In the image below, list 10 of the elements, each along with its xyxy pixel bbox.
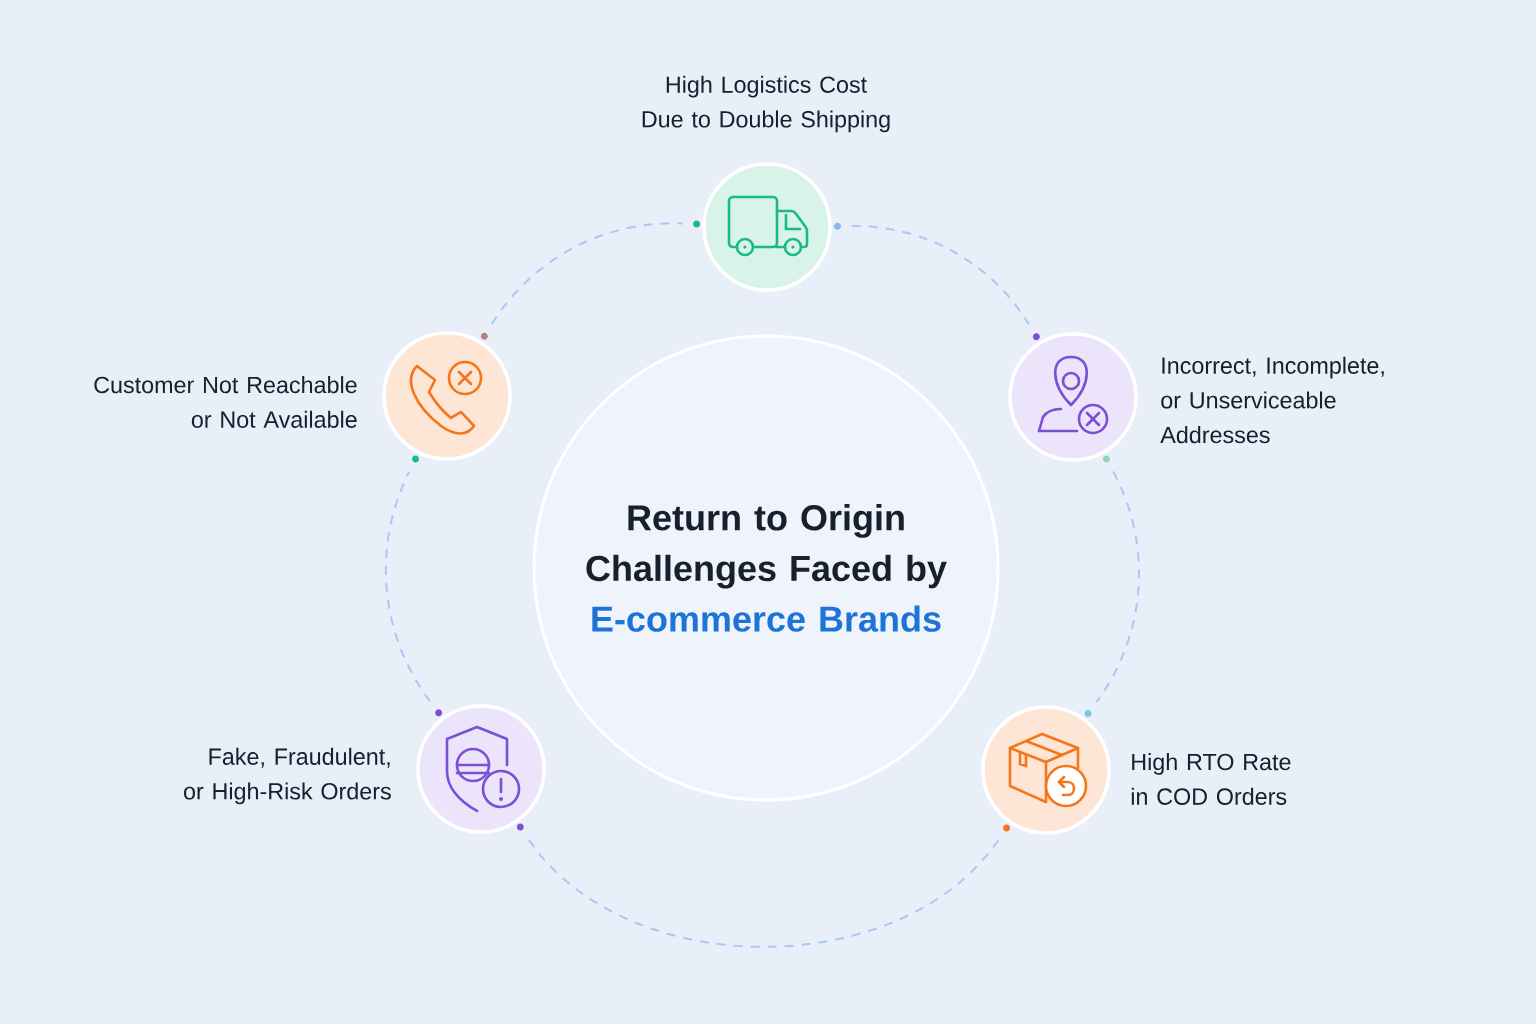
dashed-arc [1095,470,1140,703]
dashed-arc [850,225,1030,326]
challenge-label: Customer Not Reachable or Not Available [94,376,357,428]
challenge-label: Fake, Fraudulent, or High-Risk Orders [184,747,391,805]
challenge-label: Incorrect, Incomplete, or Unserviceable Addresses [1160,356,1384,444]
challenge-label: High Logistics Cost Due to Double Shipping [642,75,890,133]
dashed-arc [490,222,684,326]
dashed-arc [527,838,1000,948]
dashed-arc [384,470,432,703]
challenge-label: High RTO Rate in COD Orders [1131,753,1291,805]
